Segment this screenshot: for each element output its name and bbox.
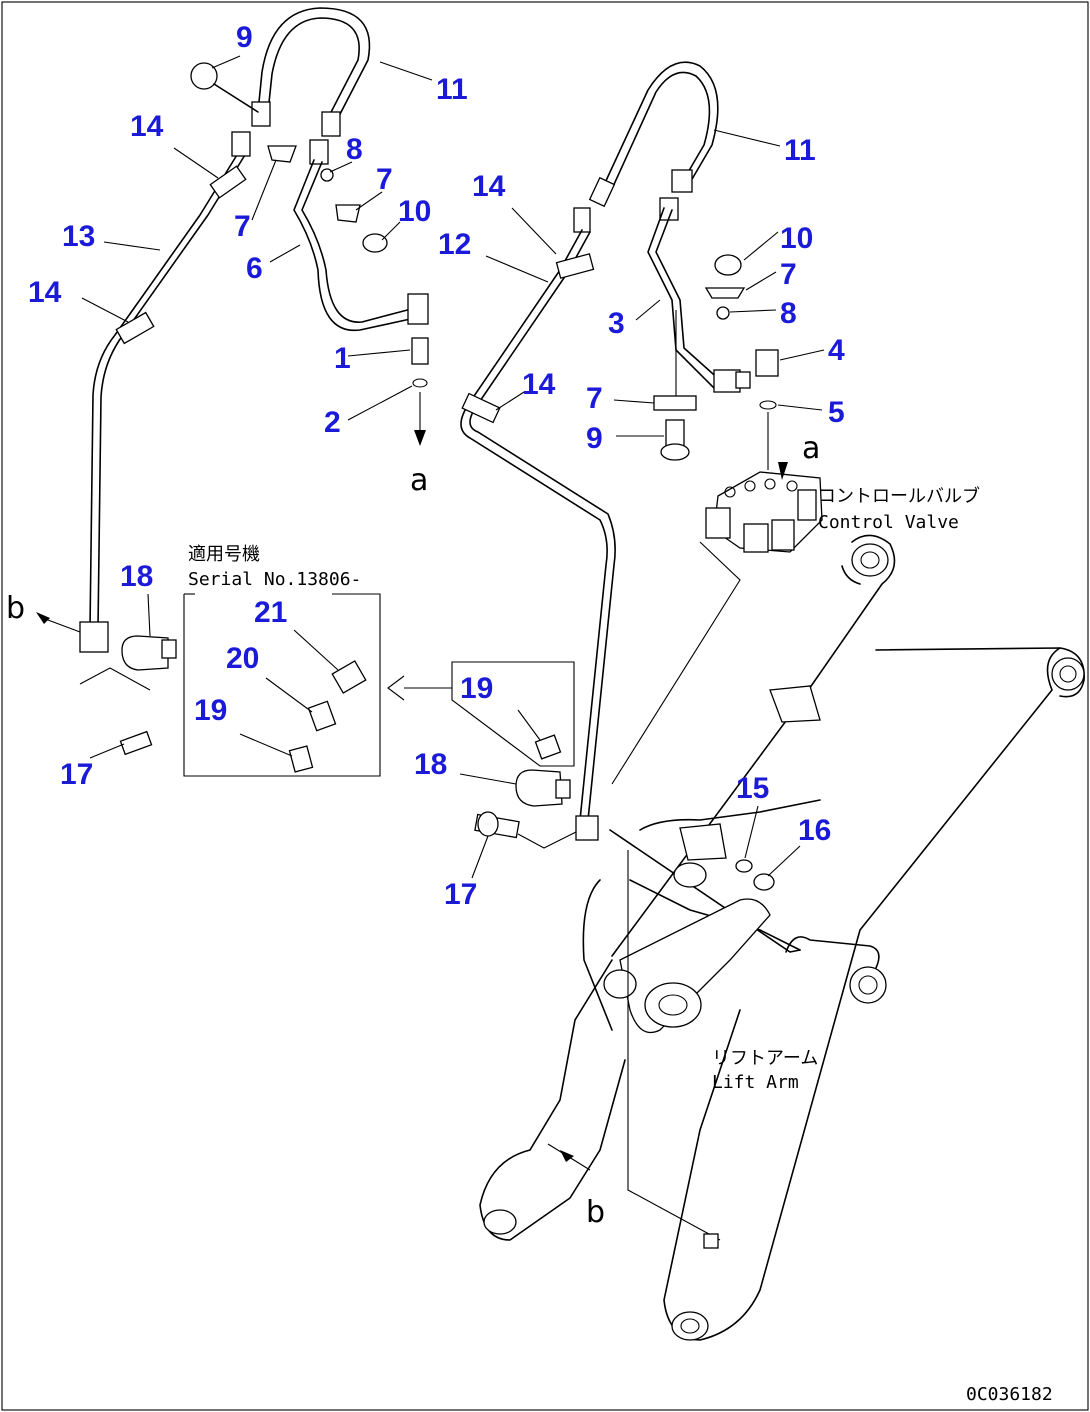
- nut-10-a: [362, 233, 388, 253]
- callout-17-b: 17: [444, 878, 477, 911]
- left-hose-assembly: [36, 7, 429, 756]
- callout-2: 2: [324, 406, 341, 439]
- fitting-20: [307, 700, 337, 732]
- washer-8-b: [716, 306, 730, 320]
- bracket-15: [679, 823, 727, 861]
- callout-13: 13: [62, 220, 95, 253]
- callout-6: 6: [246, 252, 263, 285]
- callout-10-a: 10: [398, 195, 431, 228]
- callout-7-a: 7: [234, 210, 251, 243]
- elbow-fitting: [407, 293, 429, 325]
- callout-numbers: 1 2 3 4 5 6 7 7 7 7 8 8 9 9 10 10 11 11 …: [28, 21, 845, 911]
- callout-12: 12: [438, 228, 471, 261]
- fitting-19-main: [534, 734, 562, 760]
- clamp-7-d: [653, 395, 697, 411]
- pin-right: [1051, 657, 1085, 691]
- right-hose-assembly: [451, 61, 823, 849]
- washer-15: [735, 859, 753, 873]
- o-ring-5: [759, 400, 777, 410]
- callout-3: 3: [608, 307, 625, 340]
- callout-14-a: 14: [130, 110, 164, 143]
- lift-arm: [479, 534, 1085, 1341]
- nut-10-b: [714, 254, 742, 276]
- view-mark-b-left: b: [6, 591, 25, 626]
- fitting-19-inset: [288, 745, 314, 773]
- callout-1: 1: [334, 342, 351, 375]
- clamp-14-a: [209, 165, 247, 199]
- callout-18-b: 18: [414, 748, 447, 781]
- connector-1: [411, 337, 429, 365]
- pin-bottom-left: [483, 1209, 517, 1235]
- callout-17-a: 17: [60, 758, 93, 791]
- part-18-right: [515, 769, 563, 807]
- fitting-left-b: [321, 111, 341, 137]
- callout-21: 21: [254, 596, 287, 629]
- lift-arm-jp-label: リフトアーム: [712, 1048, 818, 1069]
- fitting-left-a: [251, 101, 271, 127]
- clamp-14-d: [461, 392, 501, 424]
- part-18-left: [121, 635, 169, 671]
- callout-19-a: 19: [460, 672, 493, 705]
- bracket-arm-upper: [769, 685, 821, 723]
- arrow-a: [414, 430, 426, 446]
- callout-9-a: 9: [236, 21, 253, 54]
- serial-inset: [183, 593, 452, 777]
- bracket-left: [79, 621, 109, 653]
- view-mark-a: a: [410, 463, 428, 498]
- clamp-14-c: [555, 253, 595, 279]
- callout-10-b: 10: [780, 222, 813, 255]
- callout-8-a: 8: [346, 133, 363, 166]
- pin-middle: [849, 966, 887, 1004]
- callout-7-b: 7: [376, 163, 393, 196]
- fitting-left-d: [309, 139, 329, 165]
- nut-16: [753, 873, 775, 891]
- callout-7-d: 7: [586, 382, 603, 415]
- fitting-21: [331, 660, 367, 694]
- callout-19-b: 19: [194, 694, 227, 727]
- callout-18-a: 18: [120, 560, 153, 593]
- view-mark-a-valve: a: [802, 431, 820, 466]
- washer-8-a: [320, 168, 334, 182]
- clamp-7-c: [704, 287, 746, 299]
- callout-8-b: 8: [780, 297, 797, 330]
- control-valve: [705, 462, 823, 553]
- callout-14-d: 14: [522, 368, 556, 401]
- serial-jp-label: 適用号機: [188, 544, 260, 565]
- clamp-7-b: [335, 204, 361, 223]
- callout-11-a: 11: [436, 73, 468, 106]
- callout-14-c: 14: [472, 170, 506, 203]
- lift-arm-en-label: Lift Arm: [712, 1072, 799, 1093]
- callout-9-b: 9: [586, 422, 603, 455]
- callout-4: 4: [828, 334, 845, 367]
- callout-11-b: 11: [784, 134, 816, 167]
- callout-15: 15: [736, 772, 769, 805]
- callout-leaders: [81, 55, 825, 879]
- connector-4: [755, 349, 779, 377]
- serial-en-label: Serial No.13806-: [188, 569, 361, 590]
- control-valve-jp-label: コントロールバルブ: [818, 485, 980, 507]
- callout-5: 5: [828, 396, 845, 429]
- diagram-labels: a a b b コントロールバルブ Control Valve リフトアーム L…: [6, 431, 1053, 1405]
- pin-top: [851, 543, 889, 577]
- o-ring-2: [412, 378, 428, 388]
- fitting-left-c: [231, 131, 251, 157]
- drawing-code: 0C036182: [966, 1384, 1053, 1405]
- clamp-14-b: [115, 311, 155, 345]
- bracket-right: [575, 815, 599, 841]
- callout-7-c: 7: [780, 258, 797, 291]
- bolt-9-head: [190, 62, 218, 90]
- callout-14-b: 14: [28, 276, 62, 309]
- control-valve-en-label: Control Valve: [818, 512, 959, 533]
- callout-16: 16: [798, 814, 831, 847]
- view-mark-b-bottom: b: [586, 1195, 605, 1230]
- callout-20: 20: [226, 642, 259, 675]
- clamp-7-a: [267, 145, 297, 163]
- bolt-17-left: [119, 730, 153, 756]
- pin-bottom-right: [671, 1311, 709, 1341]
- cross-tube-end: [644, 982, 702, 1028]
